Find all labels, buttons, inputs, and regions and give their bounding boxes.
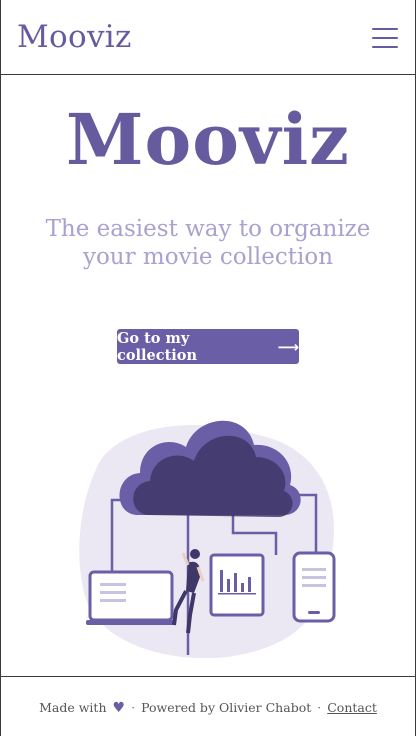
person-figure-icon [172, 549, 205, 634]
hamburger-menu-icon[interactable] [372, 28, 398, 48]
hero-subtitle: The easiest way to organize your movie c… [45, 216, 371, 270]
footer-separator: · [317, 700, 322, 715]
footer-separator: · [131, 700, 136, 715]
navbar-brand[interactable]: Mooviz [17, 19, 132, 55]
powered-by-text: Powered by Olivier Chabot [141, 700, 312, 715]
navbar: Mooviz [0, 0, 416, 75]
go-to-collection-button[interactable]: Go to my collection ⟶ [117, 329, 299, 364]
cloud-devices-illustration [79, 420, 336, 659]
phone-icon [292, 551, 336, 623]
tablet-chart-icon [209, 553, 265, 617]
cloud-icon [119, 420, 301, 517]
go-to-collection-label: Go to my collection [117, 329, 197, 364]
footer: Made with ♥ · Powered by Olivier Chabot … [0, 676, 416, 736]
heart-icon: ♥ [112, 699, 126, 716]
arrow-right-icon: ⟶ [277, 337, 299, 356]
hero-title: Mooviz [66, 98, 350, 181]
laptop-icon [86, 570, 176, 625]
contact-link[interactable]: Contact [327, 700, 377, 715]
made-with-text: Made with [39, 700, 107, 715]
